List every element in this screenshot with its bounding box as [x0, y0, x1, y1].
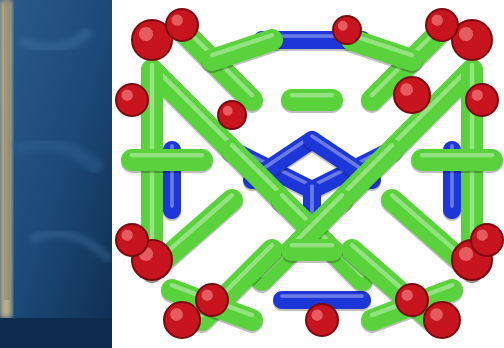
- red-node-15: [217, 100, 247, 130]
- green-link-16: [201, 29, 283, 71]
- red-node-6-shine: [400, 83, 413, 96]
- molecular-cage-image: [112, 0, 504, 348]
- red-node-0-shine: [139, 27, 153, 41]
- red-node-16-shine: [401, 289, 413, 301]
- red-node-12-shine: [170, 308, 183, 321]
- red-node-4: [425, 8, 459, 42]
- green-link-1-highlight: [229, 142, 285, 198]
- red-node-7: [332, 15, 362, 45]
- red-node-3-shine: [459, 27, 473, 41]
- green-link-4-highlight: [339, 142, 395, 198]
- red-node-7-shine: [337, 20, 348, 31]
- red-nodes: [115, 8, 504, 339]
- green-link-3: [381, 59, 483, 161]
- red-node-4-shine: [431, 14, 443, 26]
- red-node-15-shine: [222, 105, 233, 116]
- red-node-11: [470, 223, 504, 257]
- red-node-1: [165, 8, 199, 42]
- red-node-11-shine: [476, 229, 488, 241]
- green-link-1: [221, 139, 293, 211]
- red-node-2: [115, 83, 149, 117]
- red-node-5: [465, 83, 499, 117]
- green-linkers: [121, 19, 503, 333]
- red-node-17: [195, 283, 229, 317]
- red-node-6: [393, 76, 431, 114]
- red-node-16: [395, 283, 429, 317]
- green-link-0-highlight: [149, 62, 235, 148]
- red-node-1-shine: [171, 14, 183, 26]
- green-link-17-highlight: [349, 32, 415, 58]
- red-node-13: [423, 301, 461, 339]
- red-node-9: [115, 223, 149, 257]
- red-node-9-shine: [121, 229, 133, 241]
- background-photo: [0, 0, 112, 348]
- red-node-12: [163, 301, 201, 339]
- red-node-10-shine: [459, 247, 473, 261]
- red-node-17-shine: [201, 289, 213, 301]
- green-link-3-highlight: [389, 62, 475, 148]
- green-link-4: [331, 139, 403, 211]
- red-node-14-shine: [311, 309, 323, 321]
- red-node-13-shine: [430, 308, 443, 321]
- red-node-5-shine: [471, 89, 483, 101]
- red-node-2-shine: [121, 89, 133, 101]
- green-link-16-highlight: [209, 32, 275, 58]
- green-link-0: [141, 59, 243, 161]
- red-node-14: [305, 303, 339, 337]
- green-link-17: [341, 29, 423, 71]
